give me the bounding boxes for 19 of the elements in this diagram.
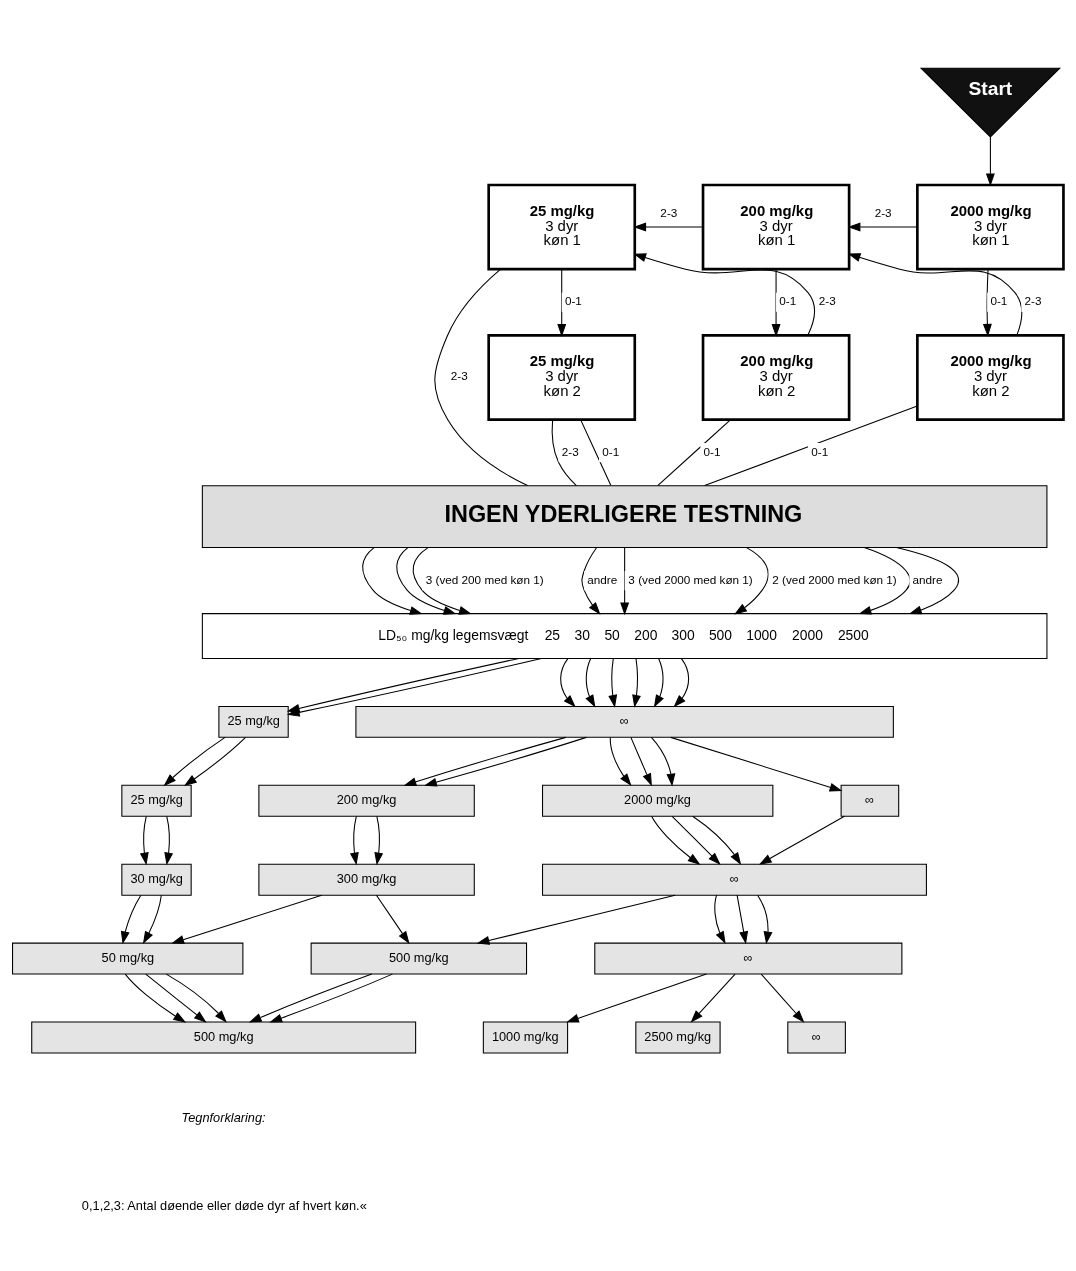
edge-label: andre [587,572,618,586]
edge-label: 3 (ved 2000 med køn 1) [628,572,753,586]
edge-label: 2 (ved 2000 med køn 1) [772,572,897,586]
edge-label: 0-1 [564,294,582,308]
edge-label: 2-3 [450,369,468,383]
edge-label: 0-1 [602,444,620,458]
edge-label: 0-1 [779,294,797,308]
edge-label: andre [912,572,943,586]
edge-label: 0-1 [990,294,1008,308]
edge-label: 2-3 [660,206,678,220]
edge-label: 3 (ved 200 med køn 1) [425,572,544,586]
edge-label: 2-3 [818,294,836,308]
edge-label: 2-3 [874,206,892,220]
label: 0,1,2,3: Antal døende eller døde dyr af hvert køn.« [81,1197,367,1213]
edge-label: 0-1 [811,444,829,458]
edge-label: 2-3 [561,444,579,458]
edge-label: 0-1 [703,444,721,458]
label: Tegnforklaring: [181,1110,266,1126]
edge-label: 2-3 [1024,294,1042,308]
